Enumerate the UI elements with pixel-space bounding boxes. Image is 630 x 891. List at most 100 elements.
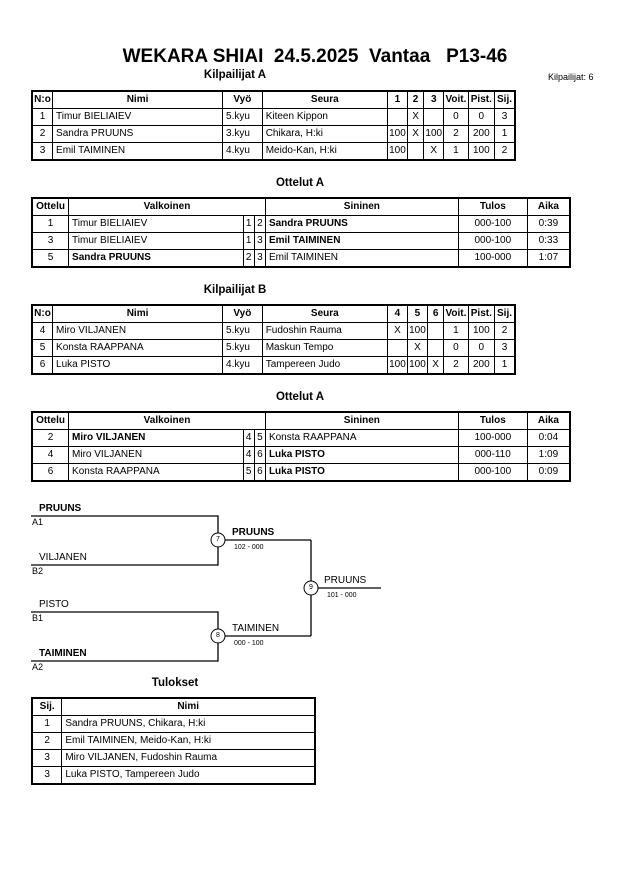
vs-2: X <box>406 125 425 143</box>
matches-b-heading: Ottelut A <box>275 391 325 403</box>
vs-2: X <box>406 108 425 126</box>
semi2-top-name: PISTO <box>39 599 69 610</box>
blue-number: 3 <box>253 249 266 268</box>
semi2-bottom-seed: A2 <box>32 662 44 672</box>
pool-b-header-row: N:o Nimi Vyö Seura 4 5 6 Voit. Pist. Sij… <box>31 304 516 323</box>
semi1-top-name: PRUUNS <box>39 503 82 514</box>
semi1-bottom-seed: B2 <box>32 566 44 576</box>
club: Tampereen Judo <box>261 356 388 375</box>
result-name: Luka PISTO, Tampereen Judo <box>61 766 316 785</box>
blue-number: 6 <box>253 446 266 464</box>
match-7-circle <box>210 532 226 548</box>
blue-number: 6 <box>253 463 266 482</box>
col-m3: 6 <box>426 304 445 323</box>
place: 1 <box>494 125 516 143</box>
pool-a-heading: Kilpailijat A <box>203 69 267 81</box>
competitor-count: Kilpailijat: 6 <box>548 72 594 82</box>
col-name: Nimi <box>61 697 316 716</box>
match-result: 000-100 <box>457 463 528 482</box>
semi1-winner: PRUUNS <box>232 527 275 538</box>
match-time: 1:09 <box>526 446 571 464</box>
matches-a-heading: Ottelut A <box>275 177 325 189</box>
match-time: 0:33 <box>526 232 571 250</box>
final-winner: PRUUNS <box>324 575 367 586</box>
results-heading: Tulokset <box>151 677 199 689</box>
match-result: 000-110 <box>457 446 528 464</box>
place: 3 <box>494 339 516 357</box>
club: Meido-Kan, H:ki <box>261 142 388 161</box>
semi1-top-seed: A1 <box>32 517 44 527</box>
col-m2: 2 <box>406 90 425 109</box>
vs-2 <box>406 142 425 161</box>
results-header-row: Sij. Nimi <box>31 697 316 716</box>
match-time: 0:04 <box>526 429 571 447</box>
competitor-name: Konsta RAAPPANA <box>52 339 224 357</box>
result-place: 2 <box>31 732 63 750</box>
result-name: Emil TAIMINEN, Meido-Kan, H:ki <box>61 732 316 750</box>
match-result: 000-100 <box>457 232 528 250</box>
result-place: 3 <box>31 749 63 767</box>
semi2-bottom-name: TAIMINEN <box>39 648 87 659</box>
competitor-name: Emil TAIMINEN <box>52 142 224 161</box>
pool-b-table: N:o Nimi Vyö Seura 4 5 6 Voit. Pist. Sij… <box>31 304 516 375</box>
vs-1: 100 <box>386 125 408 143</box>
col-time: Aika <box>526 197 571 216</box>
semi2-top-seed: B1 <box>32 613 44 623</box>
belt: 5.kyu <box>222 339 263 357</box>
match-result: 100-000 <box>457 249 528 268</box>
col-place: Sij. <box>494 90 516 109</box>
vs-3: X <box>423 142 445 161</box>
vs-2: X <box>406 339 428 357</box>
match-9-number: 9 <box>309 584 313 591</box>
semi2-winner: TAIMINEN <box>232 623 280 634</box>
final-score: 101 - 000 <box>327 592 357 599</box>
white-name: Sandra PRUUNS <box>68 249 244 268</box>
competitor-name: Luka PISTO <box>52 356 224 375</box>
pool-a-table: N:o Nimi Vyö Seura 1 2 3 Voit. Pist. Sij… <box>31 90 516 161</box>
match-8-number: 8 <box>216 632 220 639</box>
vs-3: X <box>426 356 445 375</box>
vs-3 <box>426 339 445 357</box>
competitor-number: 5 <box>31 339 54 357</box>
result-name: Miro VILJANEN, Fudoshin Rauma <box>61 749 316 767</box>
match-time: 1:07 <box>526 249 571 268</box>
page-title: WEKARA SHIAI 24.5.2025 Vantaa P13-46 <box>122 46 508 67</box>
semi1-bottom-name: VILJANEN <box>39 552 87 563</box>
col-place: Sij. <box>31 697 63 716</box>
result-place: 1 <box>31 715 63 733</box>
place: 2 <box>494 322 516 340</box>
place: 2 <box>494 142 516 161</box>
competitor-name: Sandra PRUUNS <box>52 125 224 143</box>
result-place: 3 <box>31 766 63 785</box>
club: Chikara, H:ki <box>261 125 388 143</box>
match-number: 4 <box>31 446 70 464</box>
match-8-circle <box>210 628 226 644</box>
wins: 0 <box>443 339 469 357</box>
result-name: Sandra PRUUNS, Chikara, H:ki <box>61 715 316 733</box>
match-time: 0:09 <box>526 463 571 482</box>
place: 1 <box>494 356 516 375</box>
pool-b-heading: Kilpailijat B <box>203 284 267 296</box>
blue-name: Emil TAIMINEN <box>264 232 459 250</box>
blue-name: Emil TAIMINEN <box>264 249 459 268</box>
semi1-score: 102 - 000 <box>234 544 264 551</box>
blue-number: 3 <box>253 232 266 250</box>
match-9-circle <box>303 580 319 596</box>
semi2-score: 000 - 100 <box>234 640 264 647</box>
